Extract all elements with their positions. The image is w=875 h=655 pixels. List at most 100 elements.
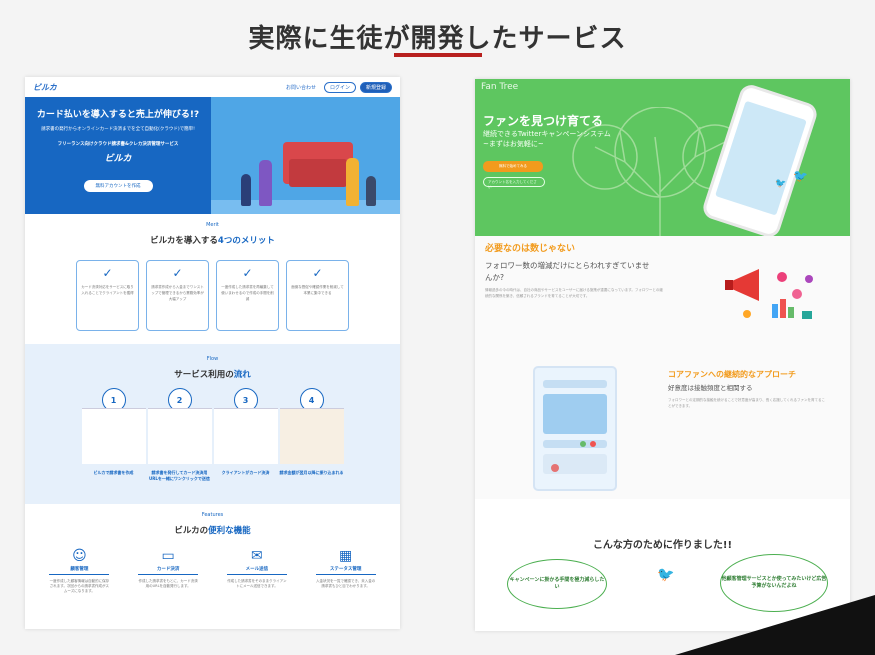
feature-title: カード決済	[138, 566, 199, 575]
login-button[interactable]: ログイン	[323, 81, 356, 93]
fantree-hero: Fan Tree ファンを見つけ育てる 継続できるTwitterキャンペーンシス…	[475, 79, 850, 236]
feature-text: 作成した請求書をそのままクライアントにメール送信できます。	[227, 579, 287, 588]
fantree-screenshot: Fan Tree ファンを見つけ育てる 継続できるTwitterキャンペーンシス…	[475, 79, 850, 631]
billca-hero: カード払いを導入すると売上が伸びる!? 請求書の発行からオンラインカード決済まで…	[25, 97, 400, 214]
feature-title: ステータス管理	[315, 566, 376, 575]
step-text: ビルカで請求書を作成	[93, 470, 134, 475]
check-icon: ✓	[242, 266, 253, 280]
hero-text-line1: 継続できるTwitterキャンペーンシステム	[483, 130, 611, 138]
feature-title: 顧客管理	[49, 566, 110, 575]
features-heading-pre: ビルカの	[174, 526, 209, 536]
step-text: 請求書を発行してカード決済用URLを一緒にワンクリックで送信	[149, 470, 210, 481]
features-heading-accent: 便利な機能	[208, 526, 251, 536]
hero-logo: ビルカ	[104, 154, 132, 164]
page-title: 実際に生徒が開発したサービス	[248, 24, 627, 54]
megaphone-illustration	[725, 269, 813, 319]
flow-step: 4 請求金額が翌月以降に振り込まれる	[279, 388, 344, 482]
step-screenshot	[81, 408, 146, 464]
merit-list: ✓ カード決済対応をサービスに取り入れることでクライアントを獲得 ✓ 請求書作成から…	[25, 260, 400, 331]
feature-text: 作成した請求書をもとに、カード決済用のURLを自動発行します。	[138, 579, 198, 588]
feature-text: 一度作成した顧客情報は自動的に保存されます。次回からの請求書作成がスムーズになり…	[49, 579, 110, 593]
billca-hero-text: カード払いを導入すると売上が伸びる!? 請求書の発行からオンラインカード決済まで…	[25, 97, 211, 214]
merit-card: ✓ 一度作成した請求書を再編集して使いまわせるので作成の手間を削減	[216, 260, 279, 331]
flow-step: 3 クライアントがカード決済	[213, 388, 278, 482]
register-button[interactable]: 新規登録	[359, 81, 392, 93]
merit-text: 請求書作成から入金までワンストップで管理できるから業務効率が大幅アップ	[151, 285, 204, 301]
flow-steps: 1 ビルカで請求書を作成 2 請求書を発行してカード決済用URLを一緒にワンクリ…	[25, 388, 400, 482]
person-illustration	[346, 158, 359, 206]
sec1-heading: 必要なのは数じゃない	[485, 244, 576, 254]
feature-item: ▦ ステータス管理入金状況を一覧で確認でき、未入金の請求書もひと目でわかります。	[315, 548, 376, 594]
flow-step: 2 請求書を発行してカード決済用URLを一緒にワンクリックで送信	[147, 388, 212, 482]
start-free-button[interactable]: 無料で始めてみる	[483, 161, 543, 172]
billca-nav: ビルカ お問い合わせ ログイン 新規登録	[25, 77, 400, 97]
person-illustration	[259, 160, 272, 206]
check-icon: ✓	[102, 266, 113, 280]
hero-sub: フリーランス向けクラウド請求書&クレカ決済管理サービス	[57, 142, 179, 147]
merit-card: ✓ 請求書作成から入金までワンストップで管理できるから業務効率が大幅アップ	[146, 260, 209, 331]
flow-heading-accent: 流れ	[233, 370, 251, 380]
step-screenshot	[147, 408, 212, 464]
twitter-bird-icon: 🐦	[793, 169, 808, 183]
sec2-text: フォロワーとの定期的な接触を続けることで好意度が高まり、長く応援してくれるファン…	[668, 398, 826, 408]
merit-heading-accent: 4つのメリット	[217, 236, 275, 246]
flow-heading-pre: サービス利用の	[174, 370, 234, 380]
step-screenshot	[213, 408, 278, 464]
hero-illustration	[211, 97, 400, 214]
user-icon: ☺	[72, 548, 87, 564]
check-icon: ✓	[312, 266, 323, 280]
hero-heading: カード払いを導入すると売上が伸びる!?	[36, 110, 200, 120]
billca-screenshot: ビルカ お問い合わせ ログイン 新規登録 カード払いを導入すると売上が伸びる!?…	[25, 77, 400, 629]
person-illustration	[241, 174, 251, 206]
step-text: 請求金額が翌月以降に振り込まれる	[279, 470, 344, 475]
phone-illustration	[700, 82, 820, 236]
feature-item: ☺ 顧客管理一度作成した顧客情報は自動的に保存されます。次回からの請求書作成がスム…	[49, 548, 110, 594]
features-heading: ビルカの便利な機能	[25, 524, 400, 536]
merit-card: ✓ カード決済対応をサービスに取り入れることでクライアントを獲得	[76, 260, 139, 331]
fantree-hero-text: 継続できるTwitterキャンペーンシステム ~まずはお気軽に~	[483, 129, 673, 149]
contact-link[interactable]: お問い合わせ	[285, 84, 316, 91]
hero-text-line2: ~まずはお気軽に~	[483, 140, 544, 148]
person-illustration	[366, 176, 376, 206]
features-label: Features	[201, 512, 224, 518]
target-users-section: こんな方のために作りました!! 🐦 キャンペーンに掛かる手間を極力減らしたい 他…	[475, 499, 850, 631]
step-screenshot	[279, 408, 344, 464]
twitter-bird-icon: 🐦	[657, 567, 675, 583]
billca-logo[interactable]: ビルカ	[33, 82, 57, 92]
hero-text: 請求書の発行からオンラインカード決済までを全て自動化(クラウド)で簡単!	[41, 127, 195, 132]
sec1-text: 情報過多の今の時代は、自社の商品やサービスをユーザーに届ける施策が重要になってい…	[485, 288, 663, 298]
merit-text: カード決済対応をサービスに取り入れることでクライアントを獲得	[81, 285, 134, 295]
merit-text: 面倒な督促や確認作業を削減して本業に集中できる	[291, 285, 344, 295]
merit-text: 一度作成した請求書を再編集して使いまわせるので作成の手間を削減	[221, 285, 274, 301]
speech-bubble: キャンペーンに掛かる手間を極力減らしたい	[507, 559, 607, 609]
flow-section: Flow サービス利用の流れ 1 ビルカで請求書を作成 2 請求書を発行してカー…	[25, 344, 400, 504]
fantree-logo[interactable]: Fan Tree	[481, 82, 519, 92]
check-icon: ✓	[172, 266, 183, 280]
feature-item: ▭ カード決済作成した請求書をもとに、カード決済用のURLを自動発行します。	[138, 548, 199, 594]
title-underline	[394, 53, 482, 57]
corner-decoration	[675, 595, 875, 655]
account-input[interactable]: アカウント名を入力してください	[483, 177, 545, 189]
feature-text: 入金状況を一覧で確認でき、未入金の請求書もひと目でわかります。	[315, 579, 376, 588]
card-icon: ▭	[161, 548, 175, 564]
sec1-sub: フォロワー数の増減だけにとらわれすぎていませんか?	[485, 261, 650, 282]
step-text: クライアントがカード決済	[221, 470, 270, 475]
create-account-button[interactable]: 無料アカウントを作成	[83, 180, 153, 192]
merit-label: Merit	[206, 222, 219, 228]
feed-graphic	[543, 380, 607, 474]
phone-feed-illustration	[533, 366, 617, 491]
merit-heading: ビルカを導入する4つのメリット	[25, 234, 400, 246]
merit-heading-pre: ビルカを導入する	[150, 236, 218, 246]
mail-icon: ✉	[251, 548, 263, 564]
status-icon: ▦	[339, 548, 353, 564]
flow-label: Flow	[206, 356, 219, 362]
features-list: ☺ 顧客管理一度作成した顧客情報は自動的に保存されます。次回からの請求書作成がスム…	[25, 548, 400, 594]
feature-item: ✉メール送信作成した請求書をそのままクライアントにメール送信できます。	[226, 548, 287, 594]
sec3-heading: こんな方のために作りました!!	[592, 540, 733, 551]
flow-heading: サービス利用の流れ	[25, 368, 400, 380]
fantree-hero-heading: ファンを見つけ育てる	[483, 114, 604, 128]
twitter-bird-icon: 🐦	[775, 179, 787, 189]
sec2-heading: コアファンへの継続的なアプローチ	[668, 370, 796, 379]
flow-step: 1 ビルカで請求書を作成	[81, 388, 146, 482]
